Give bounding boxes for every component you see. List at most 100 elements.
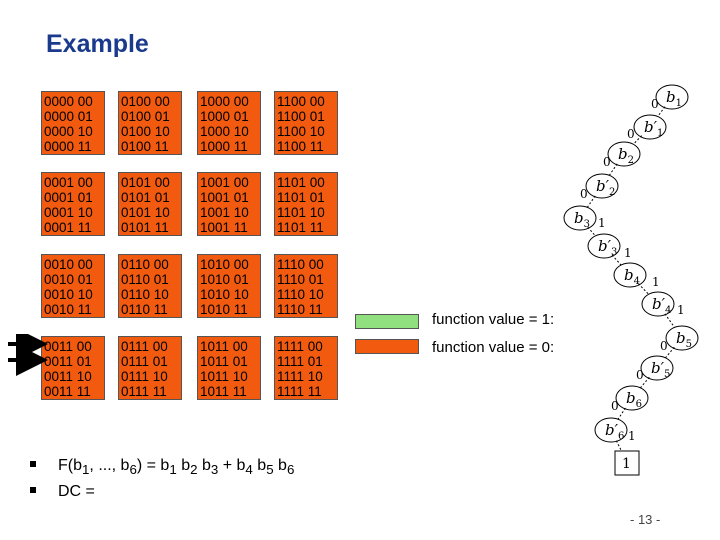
bdd-edge: [637, 283, 651, 296]
cell-line: 0010 00: [44, 257, 93, 272]
bdd-node-label: b′4: [652, 295, 671, 316]
bdd-edge-label: 0: [636, 368, 644, 382]
cell-line: 0110 01: [121, 272, 169, 287]
bdd-node: b1: [655, 84, 689, 110]
bdd-edge: [631, 135, 643, 146]
bdd-edge: [617, 407, 626, 421]
bdd-edge: [664, 313, 676, 329]
bdd-node-label: b′5: [651, 359, 670, 380]
cell-line: 1110 00: [277, 257, 324, 272]
bdd-node-label: b4: [624, 266, 640, 287]
cell-line: 1111 10: [277, 369, 323, 384]
cell-line: 1010 01: [200, 272, 249, 287]
bdd-edge: [586, 195, 596, 209]
bdd-node-sub: 6: [636, 399, 642, 410]
cell-line: 1011 01: [200, 354, 248, 369]
cell-line: 0101 01: [121, 190, 170, 205]
bdd-edge: [615, 440, 623, 452]
bdd-edge-label: 0: [627, 127, 635, 141]
bdd-node: b3: [563, 205, 597, 231]
row-pointer-arrows: [8, 334, 48, 376]
cell-line: 1011 00: [200, 339, 248, 354]
bdd-node-sub: 5: [686, 339, 692, 350]
cell-line: 1000 00: [200, 94, 249, 109]
cell-line: 0000 00: [44, 94, 93, 109]
bdd-node: b′6: [594, 417, 628, 443]
cell-line: 0011 01: [44, 354, 92, 369]
cell-line: 0111 01: [121, 354, 168, 369]
bdd-edge: [587, 226, 597, 238]
bdd-node-sub: 1: [676, 98, 682, 109]
bdd-edge-label: 0: [651, 97, 659, 111]
cell-line: 0111 00: [121, 339, 168, 354]
page-number: - 13 -: [630, 512, 661, 527]
cell-line: 0010 11: [44, 302, 92, 317]
cell-line: 0100 11: [121, 139, 169, 154]
cell-line: 0100 01: [121, 109, 170, 124]
bdd-node-sub: 4: [634, 276, 640, 287]
bdd-edge: [611, 254, 623, 267]
cell-line: 0100 00: [121, 94, 170, 109]
cell-line: 1010 11: [200, 302, 248, 317]
bdd-node: b5: [665, 325, 699, 351]
cell-line: 0011 00: [44, 339, 92, 354]
cell-line: 1100 10: [277, 124, 325, 139]
cell-line: 1111 01: [277, 354, 323, 369]
cell-line: 1011 10: [200, 369, 248, 384]
bdd-node-sub: 3: [584, 219, 590, 230]
bdd-edge-label: 0: [603, 155, 611, 169]
cell-line: 0010 01: [44, 272, 93, 287]
cell-line: 1101 00: [277, 175, 325, 190]
bullet-dc: DC =: [30, 483, 95, 501]
cell-line: 1001 01: [200, 190, 249, 205]
cell-line: 1111 00: [277, 339, 323, 354]
bdd-node-sub: 6: [618, 431, 624, 442]
cell-line: 1010 00: [200, 257, 249, 272]
page-title: Example: [46, 30, 149, 58]
cell-line: 1011 11: [200, 384, 247, 399]
cell-line: 1110 01: [277, 272, 324, 287]
bdd-edge: [664, 346, 675, 360]
cell-line: 1000 01: [200, 109, 249, 124]
cell-line: 1100 00: [277, 94, 325, 109]
bdd-edge-label: 0: [580, 187, 588, 201]
bdd-node-sub: 1: [657, 128, 663, 139]
bdd-edge: [608, 163, 618, 177]
bdd-node-label: b′6: [605, 421, 624, 442]
bdd-edge-label: 1: [677, 303, 685, 317]
cell-line: 0111 10: [121, 369, 168, 384]
bdd-node: b′3: [587, 233, 621, 259]
cell-line: 1100 01: [277, 109, 325, 124]
bdd-node: b′4: [641, 291, 675, 317]
bdd-edge: [639, 376, 650, 390]
bdd-edge-label: 1: [624, 246, 632, 260]
bdd-node: b2: [607, 141, 641, 167]
cell-line: 0000 01: [44, 109, 93, 124]
bdd-node: b′5: [640, 355, 674, 381]
cell-line: 0001 10: [44, 205, 93, 220]
cell-line: 1111 11: [277, 384, 322, 399]
bdd-node: b′1: [633, 114, 667, 140]
bdd-edge: [656, 106, 666, 118]
cell-line: 0011 11: [44, 384, 91, 399]
legend-swatch-orange: [355, 339, 419, 354]
cell-line: 1101 01: [277, 190, 325, 205]
cell-line: 1010 10: [200, 287, 249, 302]
bdd-node-label: b2: [618, 145, 634, 166]
cell-line: 1001 11: [200, 220, 248, 235]
cell-line: 0110 10: [121, 287, 169, 302]
bdd-terminal: [614, 450, 640, 476]
bdd-node-label: b5: [676, 329, 692, 350]
cell-line: 1110 10: [277, 287, 324, 302]
